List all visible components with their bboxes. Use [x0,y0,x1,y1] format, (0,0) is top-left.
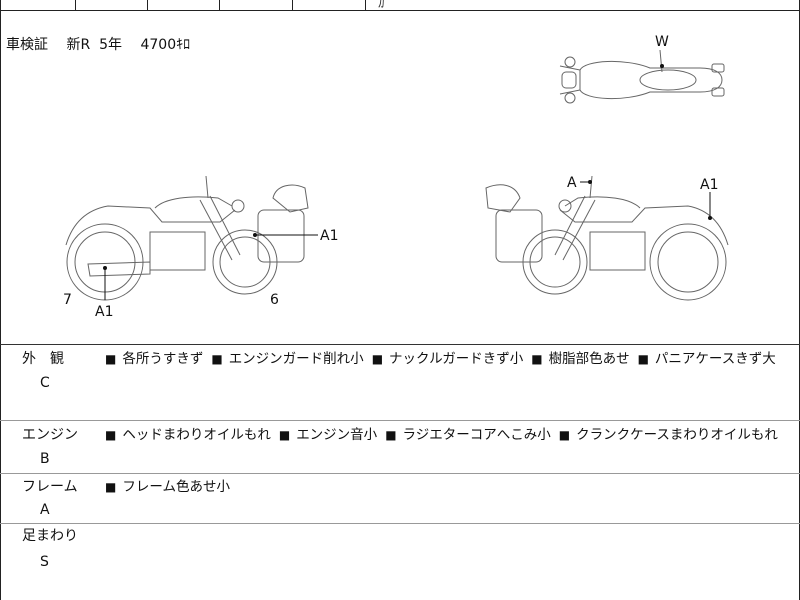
grade-label: C [40,375,50,391]
category-label: 外 観 [22,351,64,367]
left-rear-number: 7 [63,292,72,308]
top-cell-divider [365,0,366,10]
certificate-years: 5年 [99,37,123,53]
finding-item: ■ エンジン音小 [279,427,377,443]
certificate-label: 車検証 [6,37,48,53]
bullet-square-icon: ■ [637,352,649,366]
finding-item: ■ ナックルガードきず小 [372,351,524,367]
finding-item: ■ ラジエターコアへこみ小 [385,427,551,443]
finding-text: ヘッドまわりオイルもれ [122,427,271,443]
bullet-square-icon: ■ [278,428,291,442]
mileage-unit: ｷﾛ [176,37,191,53]
finding-text: クランクケースまわりオイルもれ [576,427,778,443]
finding-item: ■ クランクケースまわりオイルもれ [559,427,778,443]
motorcycle-top-view [559,49,725,104]
top-cell-divider [219,0,220,10]
finding-text: 各所うすきず [122,351,204,367]
inspection-row-frame: フレーム A ■ フレーム色あせ小 [0,474,800,524]
motorcycle-damage-diagram: W A1 A1 7 6 A A1 [63,34,729,320]
finding-text: ナックルガードきず小 [389,351,524,367]
finding-text: 樹脂部色あせ [548,351,630,367]
finding-item: ■ パニアケースきず大 [638,351,776,367]
finding-item: ■ 各所うすきず [105,351,203,367]
finding-item: ■ ヘッドまわりオイルもれ [105,427,271,443]
motorcycle-right-view [485,175,729,301]
grade-label: A [40,502,50,518]
frame-left-border [0,0,1,600]
finding-list: ■ 各所うすきず ■ エンジンガード削れ小 ■ ナックルガードきず小 ■ 樹脂部色あせ ■ パニア… [105,347,795,371]
right-tank-label: A1 [700,177,718,193]
category-label: 足まわり [22,528,78,544]
bullet-square-icon: ■ [105,480,117,494]
inspection-row-exterior: 外 観 C ■ 各所うすきず ■ エンジンガード削れ小 ■ ナックルガードきず小 ■ 樹脂部色… [0,345,800,421]
top-cell-divider [292,0,293,10]
bullet-square-icon: ■ [105,352,117,366]
bullet-square-icon: ■ [371,352,384,366]
grade-label: S [40,554,49,570]
bullet-square-icon: ■ [211,352,223,366]
left-exhaust-label: A1 [95,304,113,320]
finding-text: エンジン音小 [296,427,378,443]
category-label: エンジン [22,427,78,443]
bullet-square-icon: ■ [558,428,571,442]
diagram-area [0,11,800,345]
bullet-square-icon: ■ [531,352,543,366]
inspection-row-engine: エンジン B ■ ヘッドまわりオイルもれ ■ エンジン音小 ■ ラジエターコアへこみ小 ■ ク… [0,421,800,474]
top-cell-divider [75,0,76,10]
top-table-row [0,0,800,11]
inspection-row-suspension: 足まわり S [0,524,800,600]
finding-item: ■ 樹脂部色あせ [531,351,629,367]
finding-text: ラジエターコアへこみ小 [402,427,551,443]
mileage-value: 4700 [140,37,177,53]
category-label: フレーム [22,479,78,495]
left-front-number: 6 [270,292,279,308]
bullet-square-icon: ■ [385,428,397,442]
bullet-square-icon: ■ [105,428,117,442]
grade-label: B [40,451,50,467]
top-strip-partial-text: ｶ [378,0,386,11]
left-bag-label: A1 [320,228,338,244]
certificate-type: 新R [66,37,91,53]
finding-text: パニアケースきず大 [654,351,776,367]
motorcycle-left-view [65,175,318,301]
finding-text: フレーム色あせ小 [122,479,230,495]
finding-text: エンジンガード削れ小 [228,351,364,367]
top-view-label: W [655,34,669,50]
finding-item: ■ エンジンガード削れ小 [211,351,363,367]
finding-list: ■ ヘッドまわりオイルもれ ■ エンジン音小 ■ ラジエターコアへこみ小 ■ クランクケースま… [105,423,795,447]
finding-item: ■ フレーム色あせ小 [105,479,230,495]
vehicle-certificate-line: 車検証 新R 5年 4700ｷﾛ [6,34,190,54]
top-cell-divider [147,0,148,10]
right-mirror-label: A [567,175,577,191]
finding-list: ■ フレーム色あせ小 [105,475,795,499]
